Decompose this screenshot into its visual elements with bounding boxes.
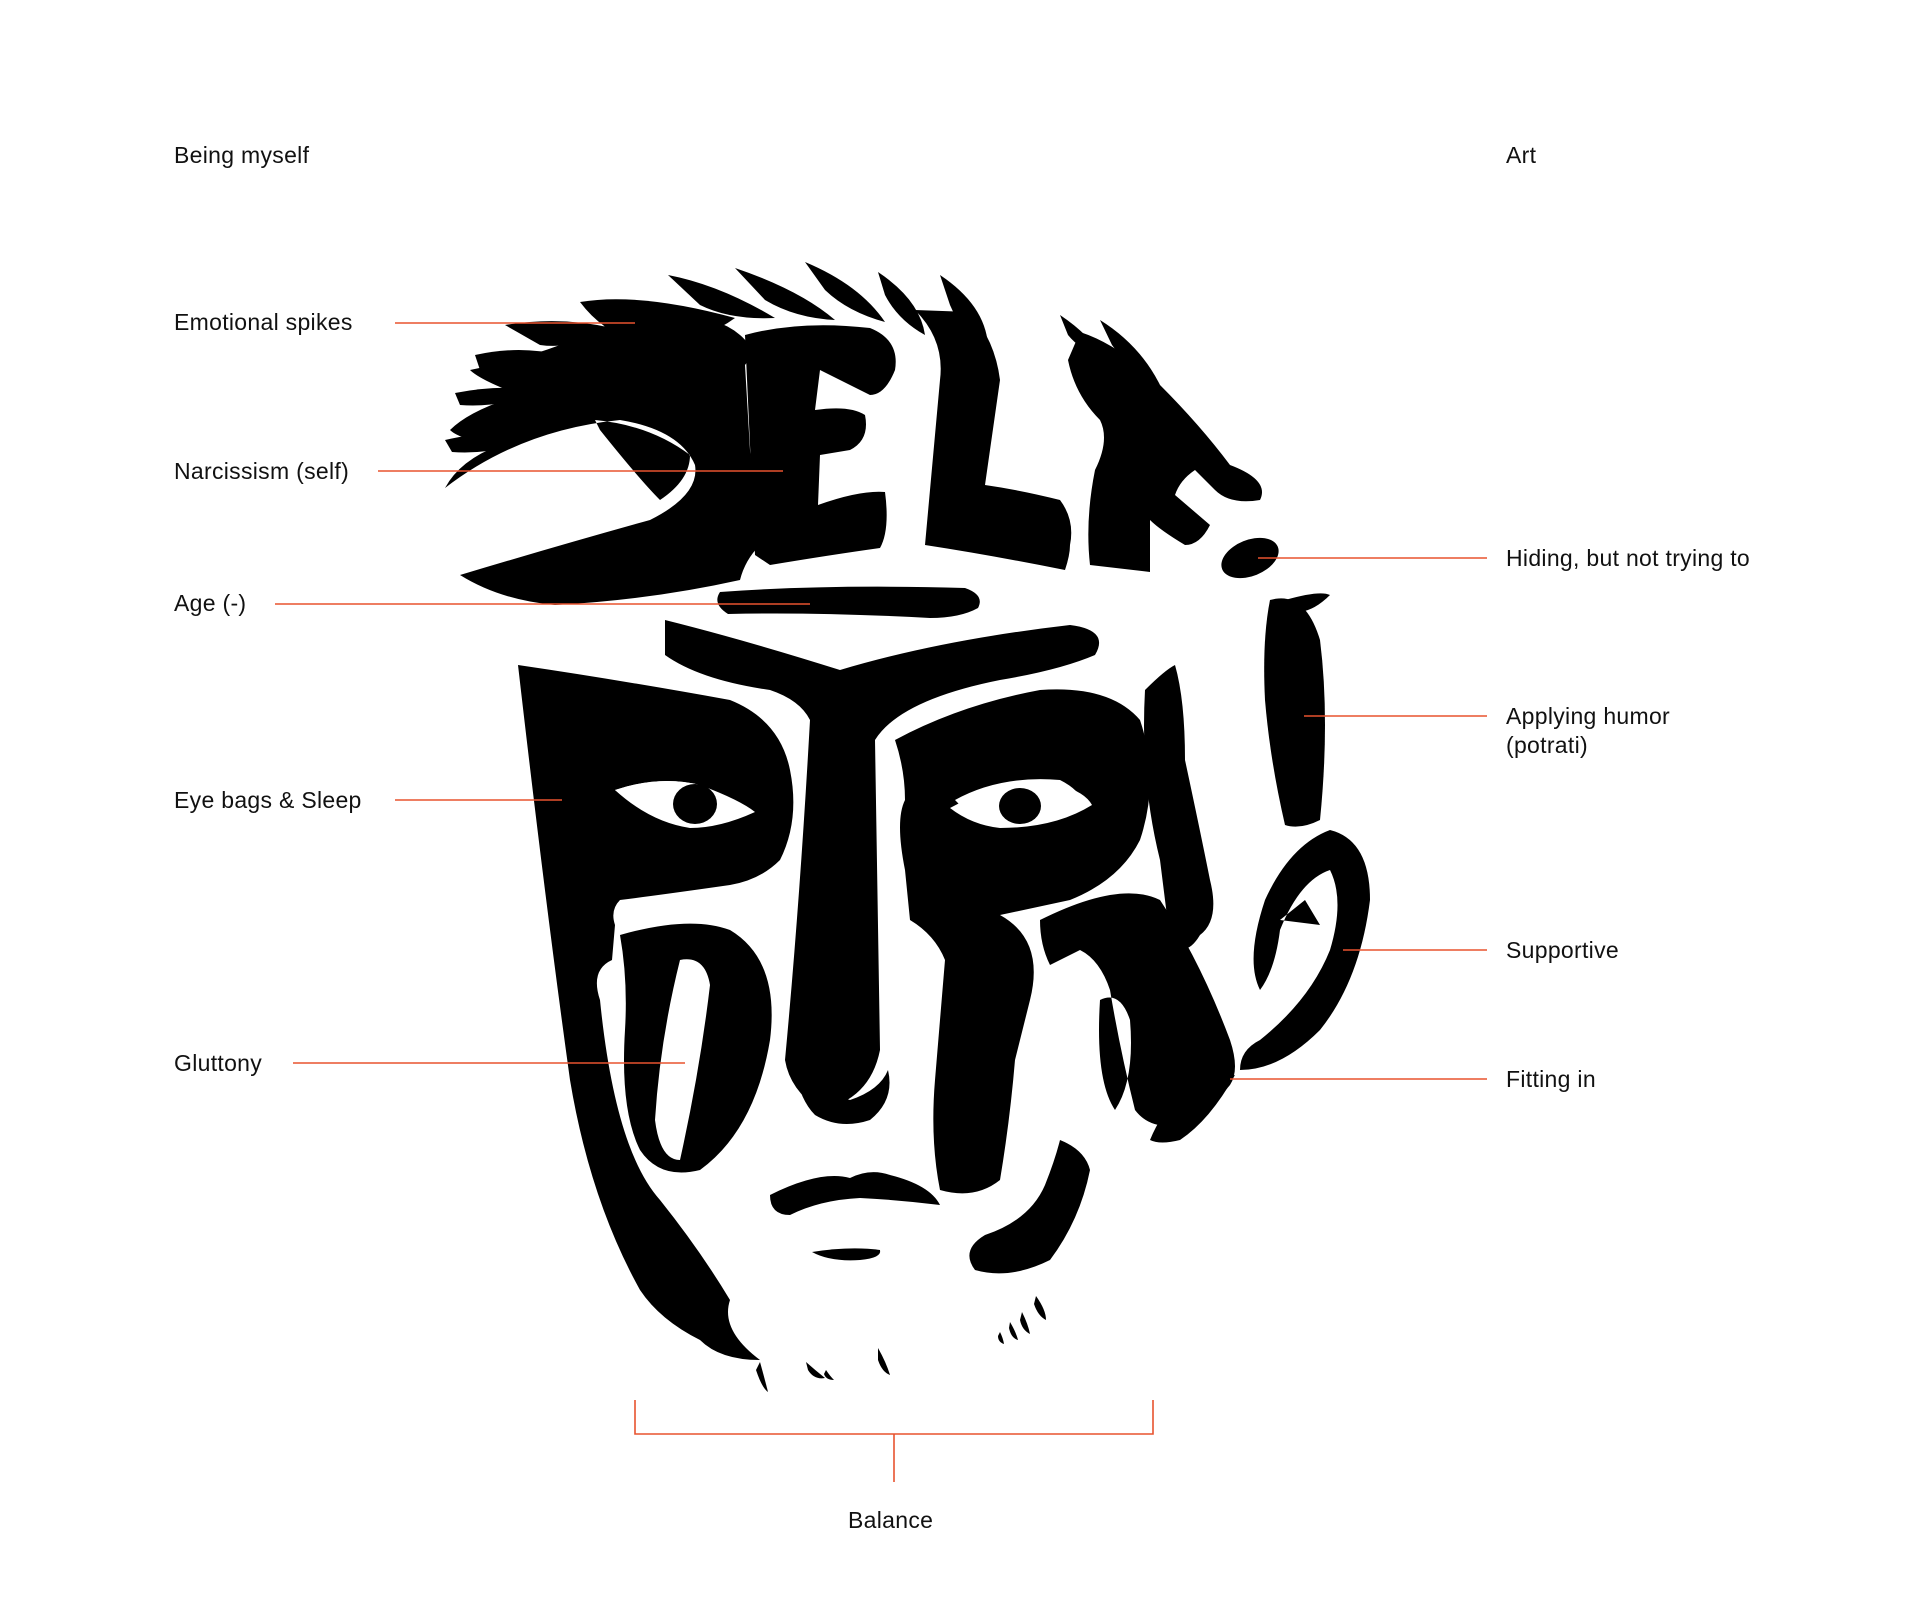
label-fitting-in: Fitting in [1506, 1066, 1596, 1092]
label-narcissism: Narcissism (self) [174, 458, 350, 484]
label-balance: Balance [848, 1507, 934, 1533]
eyes [615, 781, 1092, 828]
leader-lines [275, 322, 1487, 1482]
self-lettering [445, 310, 1279, 605]
label-eye-bags: Eye bags & Sleep [174, 787, 362, 813]
label-age: Age (-) [174, 590, 247, 616]
label-being-myself: Being myself [174, 142, 310, 168]
label-hiding: Hiding, but not trying to [1506, 545, 1751, 571]
balance-bracket [634, 1400, 1154, 1435]
potrati-face [518, 593, 1370, 1392]
age-bar [717, 586, 980, 618]
label-humor-line2: (potrati) [1506, 732, 1588, 758]
label-humor-line1: Applying humor [1506, 703, 1671, 729]
right-pupil [999, 788, 1041, 824]
left-pupil [673, 784, 717, 824]
label-art: Art [1506, 142, 1537, 168]
label-supportive: Supportive [1506, 937, 1619, 963]
label-gluttony: Gluttony [174, 1050, 263, 1076]
label-emotional-spikes: Emotional spikes [174, 309, 353, 335]
